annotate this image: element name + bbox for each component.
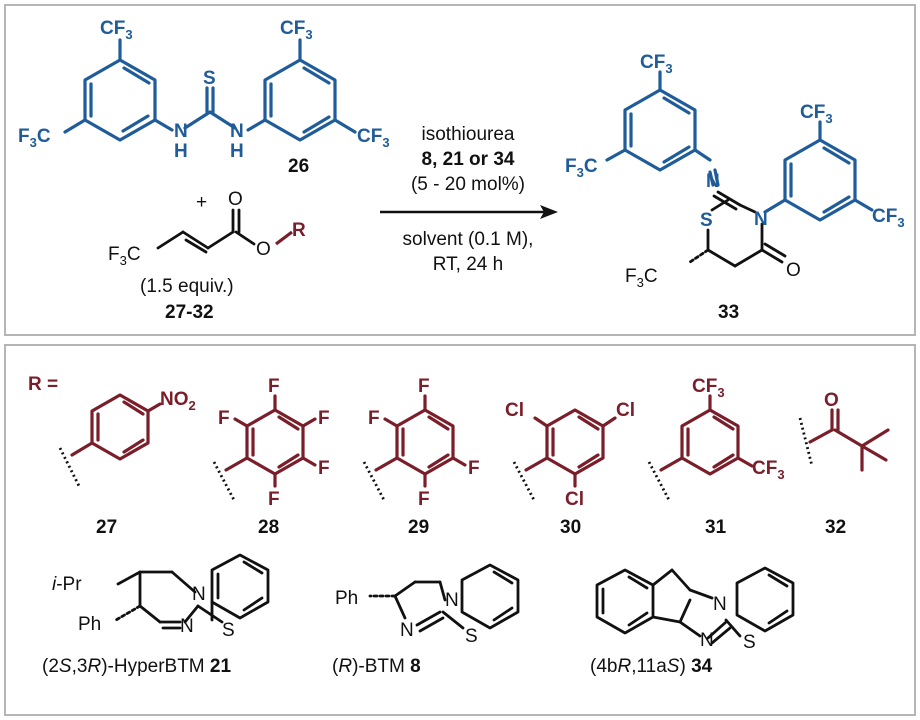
fluoro-label: F (268, 489, 280, 510)
cf3-label: CF3 (280, 18, 313, 42)
r-bond (275, 230, 293, 246)
nitro-label: NO2 (160, 389, 196, 413)
compound-label-28: 28 (258, 517, 279, 538)
substituent-32 (808, 408, 890, 472)
ipr-label: i-Pr (52, 574, 82, 595)
ring-n-label: N (192, 584, 206, 605)
wavy-bond (647, 461, 671, 501)
compound-range-label: 27-32 (165, 302, 214, 323)
ring-s-label: S (222, 620, 235, 641)
condition-loading: (5 - 20 mol%) (411, 174, 525, 195)
acrylate-structure (156, 208, 256, 254)
compound-label-33: 33 (718, 302, 739, 323)
condition-catalysts: 8, 21 or 34 (422, 149, 515, 170)
thiazinone-ring (688, 190, 787, 268)
amide-n-label: N (754, 209, 768, 230)
f3c-label: F3C (18, 126, 51, 150)
fluoro-label: F (268, 376, 280, 397)
chloro-label: Cl (565, 489, 584, 510)
substituent-27 (70, 393, 162, 461)
chloro-label: Cl (505, 400, 524, 421)
carbonyl-o-label: O (228, 189, 243, 210)
cf3-label: CF3 (100, 18, 133, 42)
fluoro-label: F (318, 408, 330, 429)
ring-n-label: N (180, 616, 194, 637)
plus-sign: + (196, 192, 207, 213)
fluoro-label: F (418, 489, 430, 510)
ring-n-label: N (400, 620, 414, 641)
compound-label-26: 26 (288, 156, 309, 177)
f3c-label: F3C (108, 244, 141, 268)
thiourea-structure (63, 38, 357, 142)
ring-n-label: N (700, 630, 714, 651)
ph-label: Ph (335, 588, 358, 609)
imine-n-label: N (706, 171, 720, 192)
substituent-panel (4, 344, 916, 716)
ring-n-label: N (445, 590, 459, 611)
catalyst-34-name: (4bR,11aS) 34 (590, 656, 713, 677)
catalyst-btm-structure (368, 563, 520, 633)
carbonyl-o-label: O (824, 390, 839, 411)
substituent-29 (374, 394, 467, 488)
catalyst-8-name: (R)-BTM 8 (332, 656, 421, 677)
cf3-label: CF3 (357, 126, 390, 150)
compound-label-31: 31 (705, 517, 727, 538)
catalyst-21-name: (2S,3R)-HyperBTM 21 (42, 656, 231, 677)
compound-label-27: 27 (96, 517, 117, 538)
carbonyl-o-label: O (786, 260, 801, 281)
cf3-label: CF3 (752, 458, 785, 482)
cf3-label: CF3 (640, 52, 673, 76)
ph-label: Ph (78, 614, 101, 635)
nh-label: N (174, 121, 188, 142)
ring-s-label: S (700, 210, 713, 231)
fluoro-label: F (218, 408, 230, 429)
reaction-panel (4, 4, 916, 336)
r-equals-label: R = (28, 374, 58, 395)
wavy-bond (58, 447, 82, 489)
ring-s-label: S (743, 632, 756, 653)
nh-label: H (230, 141, 244, 162)
ring-n-label: N (713, 594, 727, 615)
condition-reagent: isothiourea (422, 124, 515, 145)
substituent-28 (224, 394, 317, 488)
substituent-31 (659, 394, 754, 476)
equiv-text: (1.5 equiv.) (140, 276, 234, 297)
ring-s-label: S (465, 626, 478, 647)
catalyst-hyperbtm-structure (114, 553, 270, 630)
wavy-bond (512, 461, 536, 501)
compound-label-29: 29 (408, 517, 429, 538)
chloro-label: Cl (616, 400, 635, 421)
fluoro-label: F (318, 458, 330, 479)
wavy-bond (362, 461, 386, 501)
fluoro-label: F (368, 408, 380, 429)
ester-o-label: O (256, 239, 271, 260)
compound-label-30: 30 (560, 517, 581, 538)
substituent-30 (524, 408, 617, 488)
f3c-label: F3C (565, 156, 598, 180)
thione-s-label: S (203, 68, 216, 89)
wavy-bond (212, 461, 236, 501)
fluoro-label: F (468, 458, 480, 479)
r-group-label: R (292, 220, 306, 241)
nh-label: H (174, 141, 188, 162)
compound-label-32: 32 (825, 517, 846, 538)
condition-temp-time: RT, 24 h (433, 254, 503, 275)
cf3-label: CF3 (692, 376, 725, 400)
cf3-label: CF3 (800, 102, 833, 126)
f3c-label: F3C (625, 266, 658, 290)
nh-label: N (230, 121, 244, 142)
product-aryl-groups (605, 70, 874, 222)
condition-solvent: solvent (0.1 M), (403, 229, 534, 250)
fluoro-label: F (418, 376, 430, 397)
cf3-label: CF3 (872, 206, 905, 230)
arrow-head (540, 205, 558, 219)
catalyst-34-structure (595, 566, 795, 645)
wavy-bond (798, 417, 814, 467)
